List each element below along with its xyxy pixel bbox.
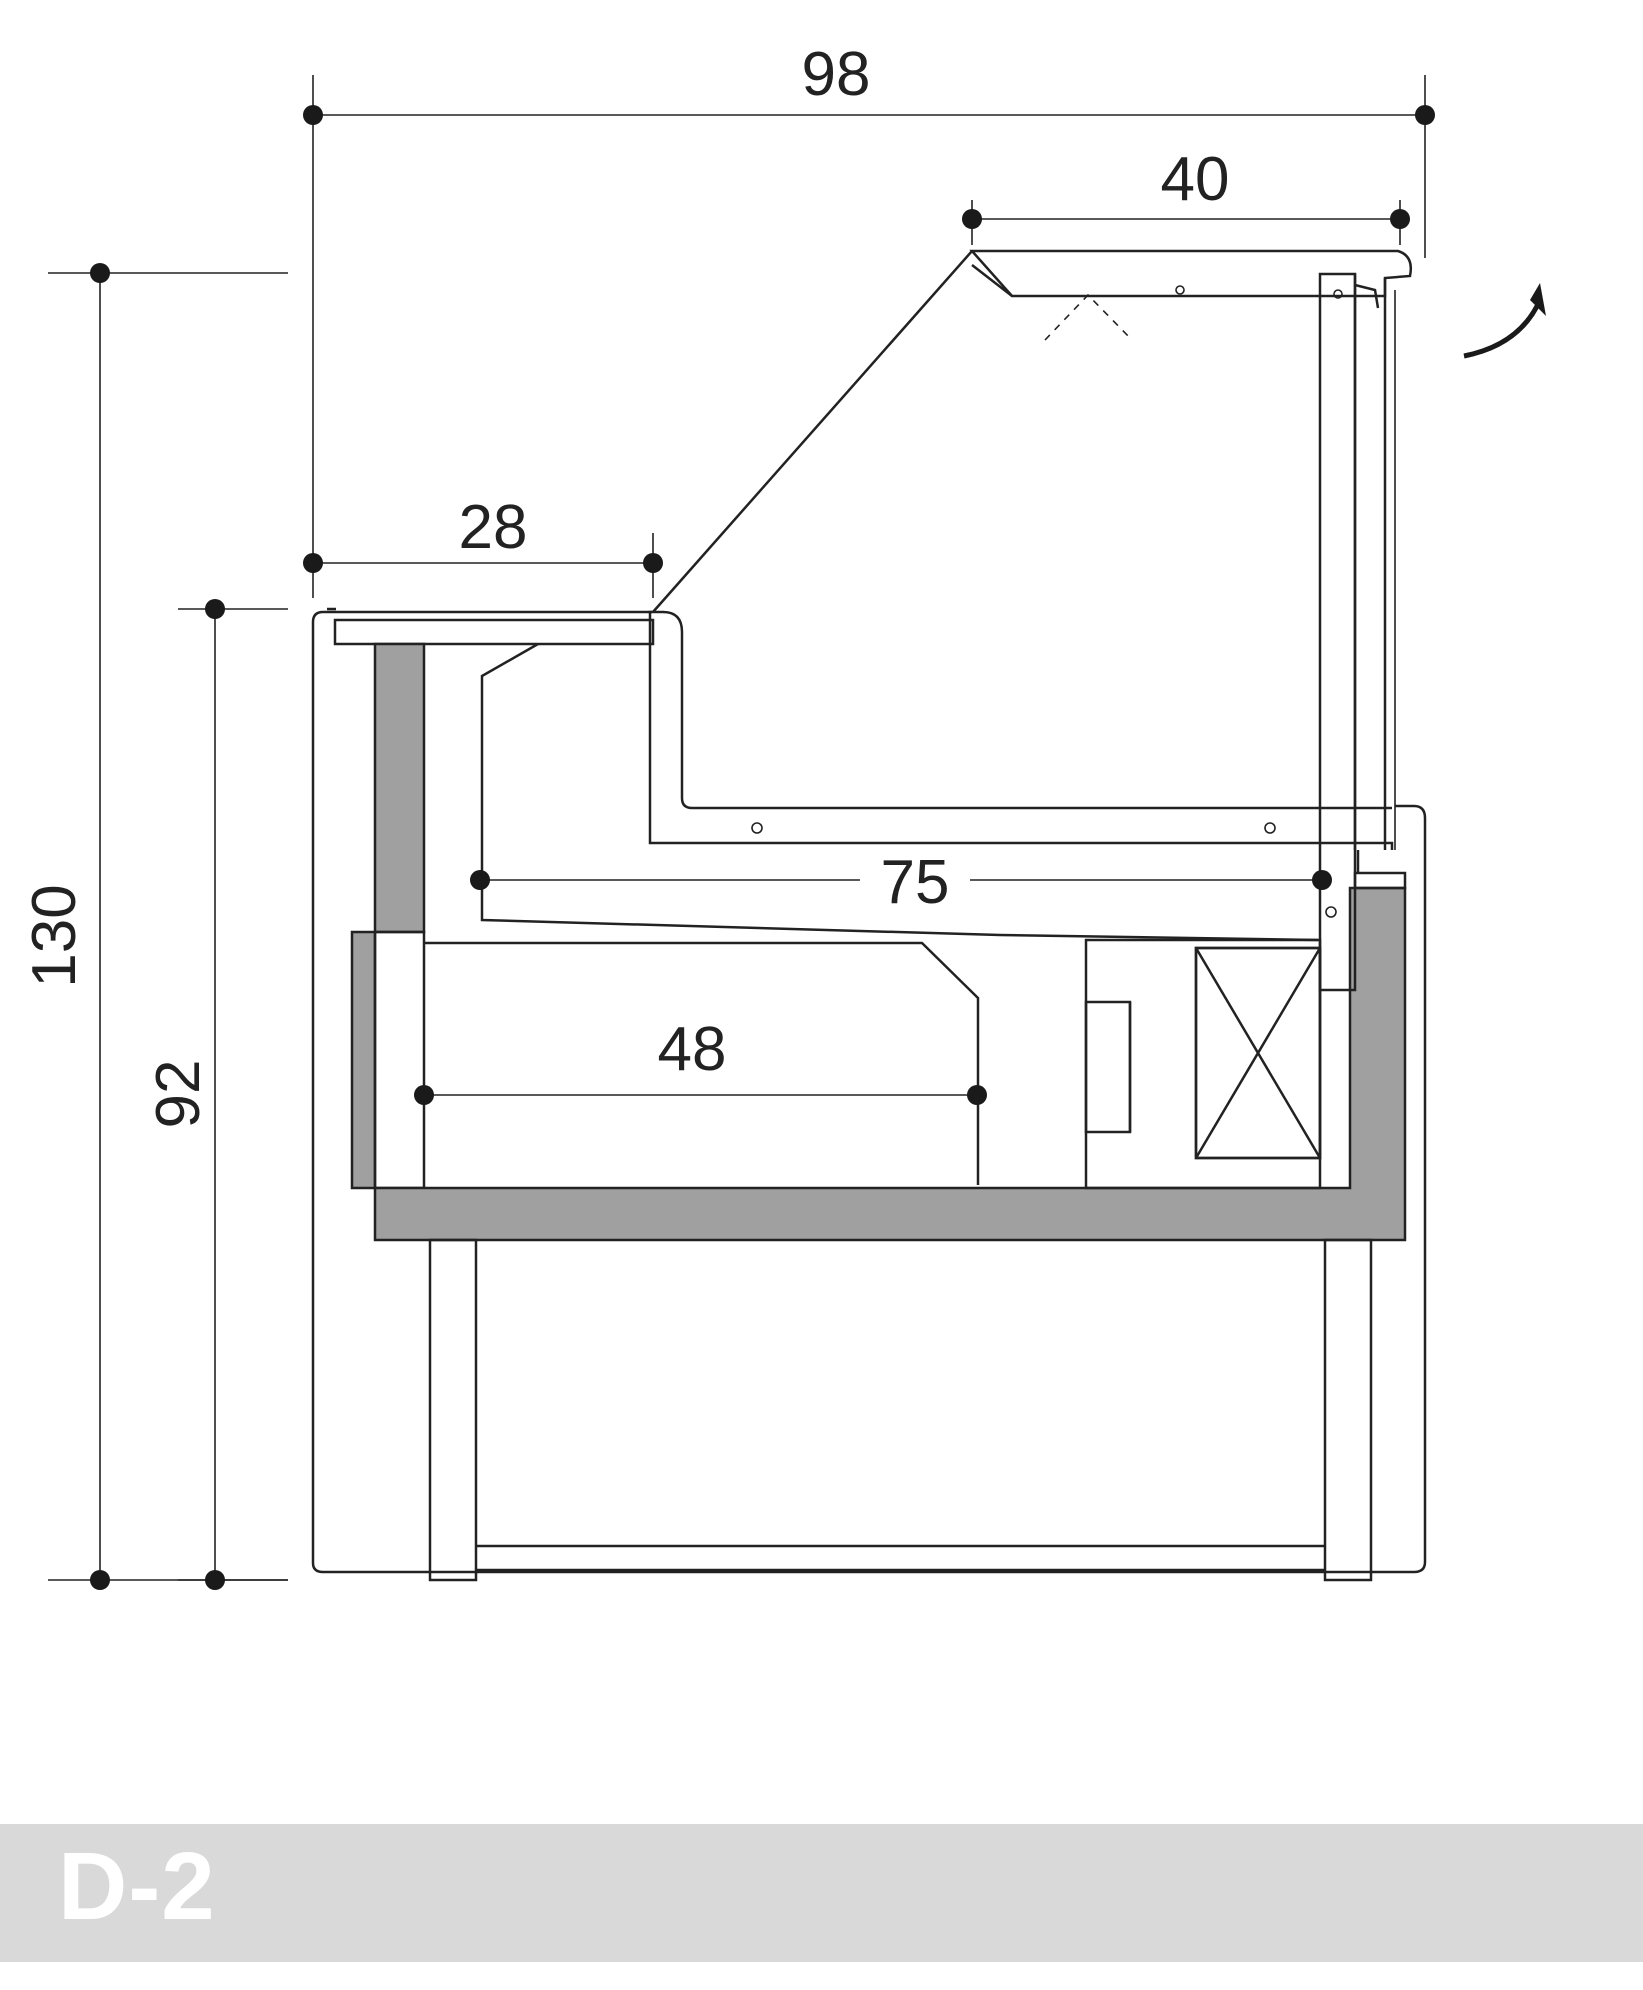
cabinet-legs — [428, 1238, 1373, 1582]
dimension-label-92: 92 — [144, 1060, 213, 1129]
front-insulated-wall — [350, 642, 426, 1190]
rear-frame — [1318, 272, 1407, 992]
model-label: D-2 — [58, 1833, 216, 1940]
dimension-label-28: 28 — [459, 493, 528, 562]
dimension-display-depth: 75 — [470, 848, 1332, 917]
curved-arrow-icon — [1463, 283, 1546, 359]
dimension-counter-height: 92 — [144, 599, 288, 1590]
dimension-lower-depth: 48 — [414, 1015, 987, 1105]
front-glass — [652, 250, 973, 613]
dimension-label-75: 75 — [881, 848, 950, 917]
dimension-front-shelf: 28 — [303, 493, 663, 598]
compressor-box — [1194, 946, 1322, 1160]
machine-compartment — [1084, 938, 1322, 1190]
front-shelf — [333, 618, 655, 646]
dimension-top-shelf: 40 — [962, 145, 1410, 245]
dimension-overall-width: 98 — [303, 40, 1435, 598]
display-well — [648, 610, 1394, 850]
cabinet-body — [311, 607, 1427, 1574]
dimension-label-40: 40 — [1161, 145, 1230, 214]
dimension-label-98: 98 — [802, 40, 871, 109]
dimension-overall-height: 130 — [20, 263, 288, 1590]
model-label-bar: D-2 — [0, 1824, 1643, 1962]
dimension-label-130: 130 — [20, 884, 89, 987]
dimension-label-48: 48 — [658, 1015, 727, 1084]
evaporator-baffle — [480, 642, 1319, 942]
top-shelf — [969, 249, 1412, 341]
